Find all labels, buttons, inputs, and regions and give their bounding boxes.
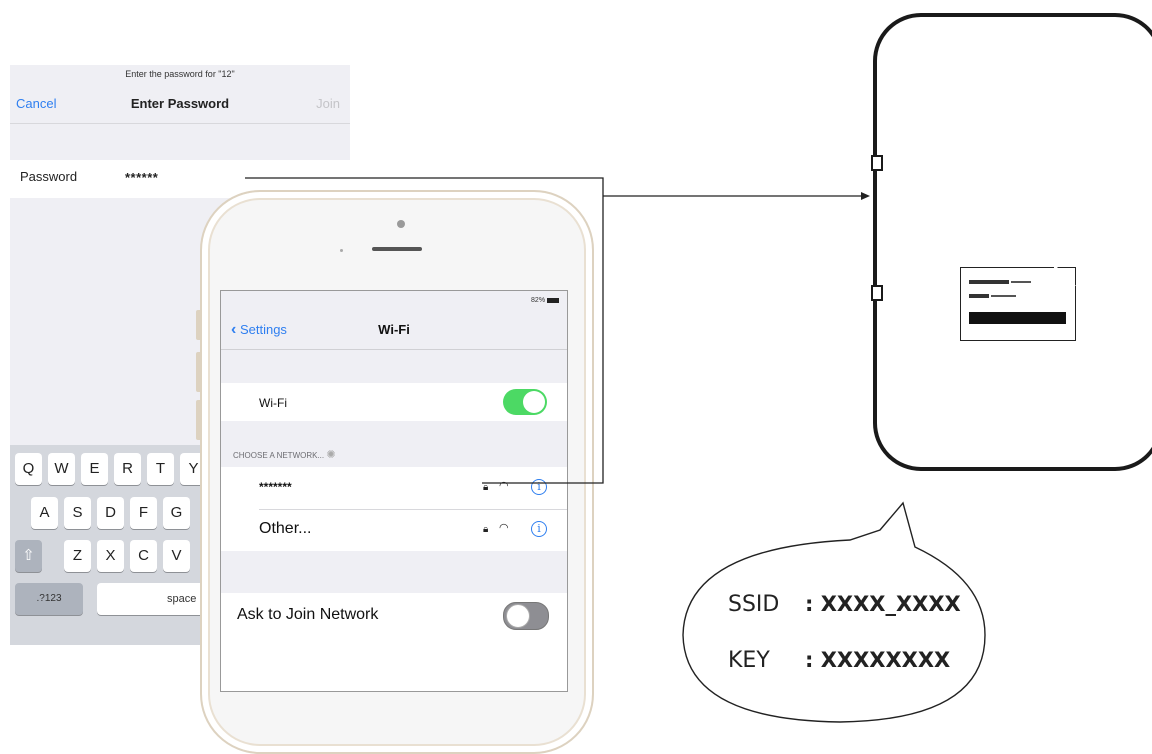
section-header-label: CHOOSE A NETWORK... (233, 451, 325, 460)
battery-percent: 82% (531, 297, 546, 304)
key-value: : XXXXXXXX (805, 648, 951, 672)
wifi-label: Wi-Fi (259, 396, 287, 410)
join-button[interactable]: Join (316, 96, 340, 111)
wifi-settings-screen: 82% ‹ Settings Wi-Fi Wi-Fi CHOOSE A NETW… (220, 290, 568, 692)
battery-icon (547, 297, 559, 303)
barcode-bar (969, 312, 1066, 324)
key-g[interactable]: G (163, 497, 190, 529)
header-divider (10, 123, 350, 124)
label-fold (1054, 264, 1076, 286)
key-label: KEY (728, 648, 770, 673)
battery-indicator: 82% (531, 297, 559, 304)
page-title: Enter Password (130, 96, 230, 111)
speaker-grille (372, 247, 422, 251)
network-list: ******* 🔒︎ ◠ i Other... 🔒︎ ◠ i (221, 467, 567, 551)
label-line (991, 295, 1016, 297)
wifi-signal-icon: ◠ (499, 522, 509, 534)
connector-line (245, 177, 604, 484)
volume-down-button (196, 400, 202, 440)
password-field[interactable]: ****** (125, 170, 159, 185)
key-z[interactable]: Z (64, 540, 91, 572)
toggle-knob (506, 604, 530, 628)
key-a[interactable]: A (31, 497, 58, 529)
row-divider (259, 509, 567, 510)
ssid-label: SSID (728, 592, 780, 617)
ask-to-join-toggle[interactable] (503, 602, 549, 630)
ssid-value: : XXXX_XXXX (805, 592, 961, 616)
toggle-knob (523, 391, 545, 413)
blank-cell (221, 639, 567, 691)
password-hint: Enter the password for "12" (125, 69, 235, 79)
list-item[interactable]: Other... 🔒︎ ◠ i (221, 509, 567, 551)
key-r[interactable]: R (114, 453, 141, 485)
key-w[interactable]: W (48, 453, 75, 485)
label-line (1011, 281, 1031, 283)
router-device (871, 13, 1152, 471)
speech-bubble (682, 501, 986, 723)
mute-switch (196, 310, 202, 340)
numbers-key[interactable]: .?123 (15, 583, 83, 615)
lock-icon: 🔒︎ (483, 524, 489, 535)
cancel-button[interactable]: Cancel (16, 96, 57, 111)
sensor-dot (340, 249, 343, 252)
side-notch (871, 285, 883, 301)
key-e[interactable]: E (81, 453, 108, 485)
key-s[interactable]: S (64, 497, 91, 529)
key-t[interactable]: T (147, 453, 174, 485)
label-line (969, 294, 989, 298)
list-item[interactable]: ******* 🔒︎ ◠ i (221, 467, 567, 509)
chevron-left-icon: ‹ (231, 321, 237, 338)
bubble-outline (682, 501, 986, 723)
volume-up-button (196, 352, 202, 392)
nav-divider (221, 349, 567, 350)
loading-spinner-icon: ✺ (326, 449, 336, 461)
key-c[interactable]: C (130, 540, 157, 572)
lock-icon: 🔒︎ (483, 482, 489, 493)
wifi-toggle[interactable] (503, 389, 547, 415)
back-label: Settings (239, 322, 287, 337)
key-q[interactable]: Q (15, 453, 42, 485)
ask-to-join-label: Ask to Join Network (237, 606, 379, 623)
iphone: 82% ‹ Settings Wi-Fi Wi-Fi CHOOSE A NETW… (200, 190, 594, 754)
device-label-sticker (960, 267, 1076, 341)
arrow-head-icon (861, 192, 870, 200)
shift-key-icon[interactable]: ⇧ (15, 540, 42, 572)
connector-lines (245, 177, 870, 484)
ask-to-join-cell: Ask to Join Network (221, 593, 567, 639)
key-x[interactable]: X (97, 540, 124, 572)
info-icon[interactable]: i (531, 479, 547, 495)
wifi-signal-icon: ◠ (499, 480, 509, 492)
key-v[interactable]: V (163, 540, 190, 572)
side-notch (871, 155, 883, 171)
camera-icon (397, 220, 405, 228)
network-name: Other... (259, 520, 312, 537)
key-f[interactable]: F (130, 497, 157, 529)
label-line (969, 280, 1009, 284)
section-header: CHOOSE A NETWORK... ✺ (233, 448, 336, 461)
wifi-toggle-cell: Wi-Fi (221, 383, 567, 421)
nav-title: Wi-Fi (378, 322, 410, 337)
info-icon[interactable]: i (531, 521, 547, 537)
key-d[interactable]: D (97, 497, 124, 529)
password-label: Password (20, 169, 78, 184)
back-button[interactable]: ‹ Settings (231, 321, 287, 339)
network-name: ******* (259, 480, 292, 494)
